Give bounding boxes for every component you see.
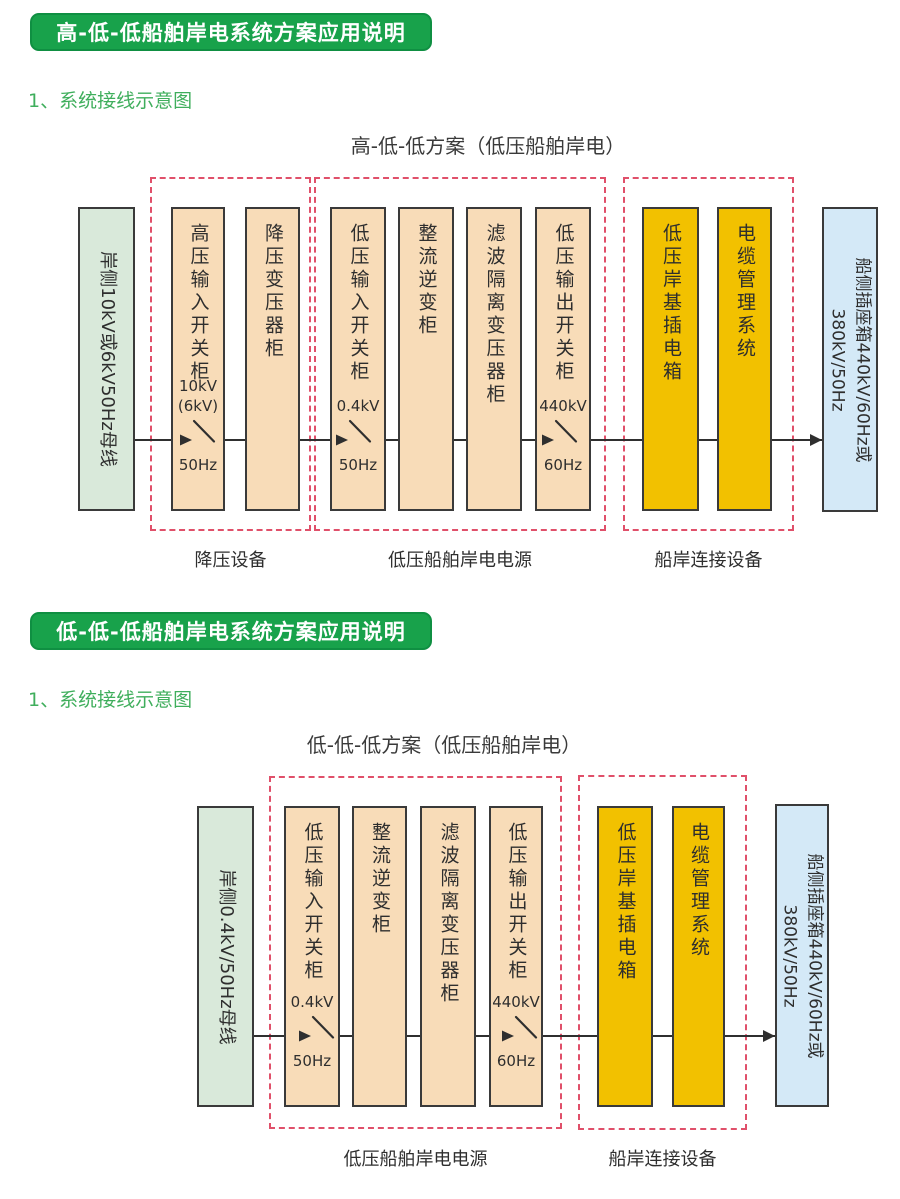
- diagram1-cabinet-lv-output-label: 低压输出开关柜: [552, 223, 575, 384]
- diagram2-title: 低-低-低方案（低压船舶岸电）: [306, 733, 582, 757]
- diagram1-line-arrowhead-icon: [810, 434, 822, 446]
- diagram1-switch1-volt: 10kV: [178, 377, 218, 395]
- diagram1-switch3-freq-label: 60Hz: [543, 456, 583, 474]
- diagram1-switch2-freq-label: 50Hz: [338, 456, 378, 474]
- section2-subheading: 1、系统接线示意图: [28, 689, 193, 711]
- diagram2-cabinet-filter-label: 滤波隔离变压器柜: [437, 822, 460, 1006]
- diagram1-shore-bus-box: 岸侧10kV或6kV50Hz母线: [78, 207, 135, 511]
- diagram1-switch1-volt2: (6kV): [177, 397, 219, 415]
- diagram1-plug-box: 低压岸基插电箱: [642, 207, 699, 511]
- diagram1-title: 高-低-低方案（低压船舶岸电）: [350, 134, 626, 158]
- section1-subheading: 1、系统接线示意图: [28, 90, 193, 112]
- section2-header-badge: 低-低-低船舶岸电系统方案应用说明: [30, 612, 432, 650]
- diagram2-group-label-connect: 船岸连接设备: [608, 1149, 717, 1170]
- diagram1-group-label-stepdown: 降压设备: [194, 550, 267, 571]
- diagram2-cabinet-lv-output-label: 低压输出开关柜: [505, 822, 528, 983]
- diagram1-switch2-voltage-label: 0.4kV: [336, 397, 380, 415]
- diagram2-cable-mgmt-label: 电缆管理系统: [688, 822, 710, 960]
- diagram1-cabinet-lv-output: 低压输出开关柜: [535, 207, 591, 511]
- diagram2-ship-socket-line1: 船侧插座箱440kV/60Hz或: [804, 853, 825, 1058]
- diagram2-shore-bus-box: 岸侧0.4kV/50Hz母线: [197, 806, 254, 1107]
- diagram1-group-stepdown-outline: [150, 177, 311, 531]
- diagram1-switch3-icon: [542, 419, 581, 446]
- diagram1-cabinet-hv-input-label: 高压输入开关柜: [187, 223, 210, 384]
- diagram2-cabinet-filter: 滤波隔离变压器柜: [420, 806, 476, 1107]
- diagram2-plug-box-label: 低压岸基插电箱: [614, 822, 637, 983]
- diagram2-switch2-voltage-label: 440kV: [492, 993, 540, 1011]
- diagram1-ship-socket-label: 船侧插座箱440kV/60Hz或 380kV/50Hz: [825, 257, 874, 462]
- diagram1-cabinet-filter-label: 滤波隔离变压器柜: [483, 223, 506, 407]
- diagram1-cable-mgmt-label: 电缆管理系统: [734, 223, 756, 361]
- diagram1-shore-bus-label: 岸侧10kV或6kV50Hz母线: [96, 251, 118, 467]
- diagram1-ship-socket-line1: 船侧插座箱440kV/60Hz或: [852, 257, 873, 462]
- diagram1-switch1-icon: [180, 419, 219, 446]
- diagram2-switch2-freq-label: 60Hz: [496, 1052, 536, 1070]
- diagram2-ship-socket-label: 船侧插座箱440kV/60Hz或 380kV/50Hz: [777, 853, 826, 1058]
- diagram1-cabinet-hv-input: 高压输入开关柜: [171, 207, 225, 511]
- diagram2-cabinet-lv-output: 低压输出开关柜: [489, 806, 543, 1107]
- diagram2-switch1-icon: [299, 1015, 338, 1042]
- diagram1-group-connect-outline: [623, 177, 794, 531]
- diagram2-cabinet-lv-input: 低压输入开关柜: [284, 806, 340, 1107]
- diagram2-ship-socket-box: 船侧插座箱440kV/60Hz或 380kV/50Hz: [775, 804, 829, 1107]
- diagram2-ship-socket-line2: 380kV/50Hz: [780, 904, 800, 1007]
- diagram1-switch3-voltage-label: 440kV: [539, 397, 587, 415]
- diagram2-group-power-outline: [269, 776, 562, 1129]
- diagram2-switch1-voltage-label: 0.4kV: [290, 993, 334, 1011]
- diagram1-ship-socket-line2: 380kV/50Hz: [828, 308, 848, 411]
- diagram2-cable-mgmt-box: 电缆管理系统: [672, 806, 725, 1107]
- diagram1-cabinet-rectifier: 整流逆变柜: [398, 207, 454, 511]
- diagram2-switch1-freq-label: 50Hz: [292, 1052, 332, 1070]
- diagram1-cabinet-step-down-label: 降压变压器柜: [262, 223, 284, 361]
- diagram2-group-connect-outline: [578, 775, 747, 1130]
- diagram1-cabinet-step-down: 降压变压器柜: [245, 207, 300, 511]
- section1-header-badge: 高-低-低船舶岸电系统方案应用说明: [30, 13, 432, 51]
- diagram1-group-label-power: 低压船舶岸电电源: [388, 550, 532, 571]
- diagram2-cabinet-rectifier: 整流逆变柜: [352, 806, 407, 1107]
- diagram1-plug-box-label: 低压岸基插电箱: [660, 223, 682, 384]
- diagram2-group-label-power: 低压船舶岸电电源: [343, 1149, 488, 1170]
- diagram2-line-arrowhead-icon: [763, 1030, 775, 1042]
- diagram1-cabinet-lv-input: 低压输入开关柜: [330, 207, 386, 511]
- diagram1-switch2-icon: [336, 419, 375, 446]
- diagram2-cabinet-rectifier-label: 整流逆变柜: [369, 822, 391, 937]
- diagram1-switch1-freq-label: 50Hz: [178, 456, 218, 474]
- diagram1-switch1-voltage-label: 10kV (6kV): [171, 376, 225, 416]
- diagram1-cabinet-lv-input-label: 低压输入开关柜: [347, 223, 370, 384]
- section1-header-text: 高-低-低船舶岸电系统方案应用说明: [56, 21, 406, 45]
- diagram1-group-label-connect: 船岸连接设备: [654, 550, 763, 571]
- section2-header-text: 低-低-低船舶岸电系统方案应用说明: [56, 620, 406, 644]
- diagram2-plug-box: 低压岸基插电箱: [597, 806, 653, 1107]
- diagram1-group-power-outline: [314, 177, 606, 531]
- diagram1-cabinet-filter: 滤波隔离变压器柜: [466, 207, 522, 511]
- diagram2-cabinet-lv-input-label: 低压输入开关柜: [301, 822, 324, 983]
- diagram2-switch2-icon: [502, 1015, 541, 1042]
- diagram1-cabinet-rectifier-label: 整流逆变柜: [415, 223, 438, 338]
- diagram1-cable-mgmt-box: 电缆管理系统: [717, 207, 772, 511]
- diagram1-ship-socket-box: 船侧插座箱440kV/60Hz或 380kV/50Hz: [822, 207, 878, 512]
- diagram2-shore-bus-label: 岸侧0.4kV/50Hz母线: [215, 868, 237, 1045]
